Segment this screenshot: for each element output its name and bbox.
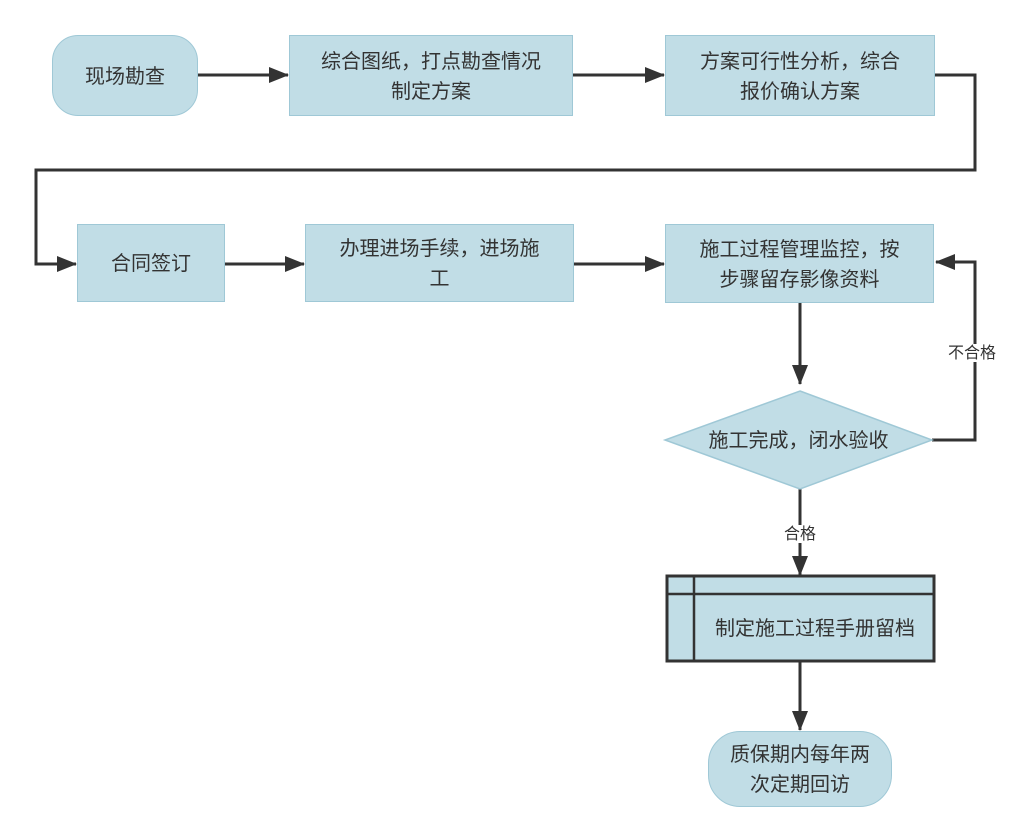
node-construction-monitoring-label-2: 步骤留存影像资料 — [719, 266, 880, 291]
node-feasibility-label-2: 报价确认方案 — [740, 78, 860, 103]
node-revisit: 质保期内每年两 次定期回访 — [708, 731, 892, 807]
node-contract: 合同签订 — [77, 224, 225, 302]
node-site-survey: 现场勘查 — [52, 35, 198, 116]
node-revisit-label-2: 次定期回访 — [750, 772, 850, 796]
node-site-entry: 办理进场手续，进场施 工 — [305, 224, 574, 302]
node-site-survey-label: 现场勘查 — [85, 63, 165, 88]
edge-feasibility-to-contract — [34, 73, 977, 272]
node-drawing-plan: 综合图纸，打点勘查情况 制定方案 — [289, 35, 573, 116]
node-revisit-label-1: 质保期内每年两 — [730, 742, 870, 766]
node-drawing-plan-label-2: 制定方案 — [391, 78, 471, 103]
node-site-entry-label-1: 办理进场手续，进场施 — [339, 236, 540, 260]
node-construction-monitoring-label-1: 施工过程管理监控，按 — [699, 236, 900, 261]
node-acceptance-label: 施工完成，闭水验收 — [708, 428, 889, 452]
edge-fail-label: 不合格 — [947, 343, 998, 362]
node-construction-monitoring: 施工过程管理监控，按 步骤留存影像资料 — [665, 224, 934, 303]
node-drawing-plan-label-1: 综合图纸，打点勘查情况 — [321, 48, 541, 73]
node-feasibility-label-1: 方案可行性分析，综合 — [700, 48, 900, 73]
node-feasibility: 方案可行性分析，综合 报价确认方案 — [665, 35, 935, 116]
edge-pass-label: 合格 — [783, 524, 818, 543]
node-manual-label: 制定施工过程手册留档 — [715, 616, 915, 640]
node-contract-label: 合同签订 — [111, 251, 191, 275]
acceptance-decision-shape — [662, 390, 935, 490]
node-site-entry-label-2: 工 — [429, 266, 450, 290]
manual-process-shape — [665, 574, 936, 663]
